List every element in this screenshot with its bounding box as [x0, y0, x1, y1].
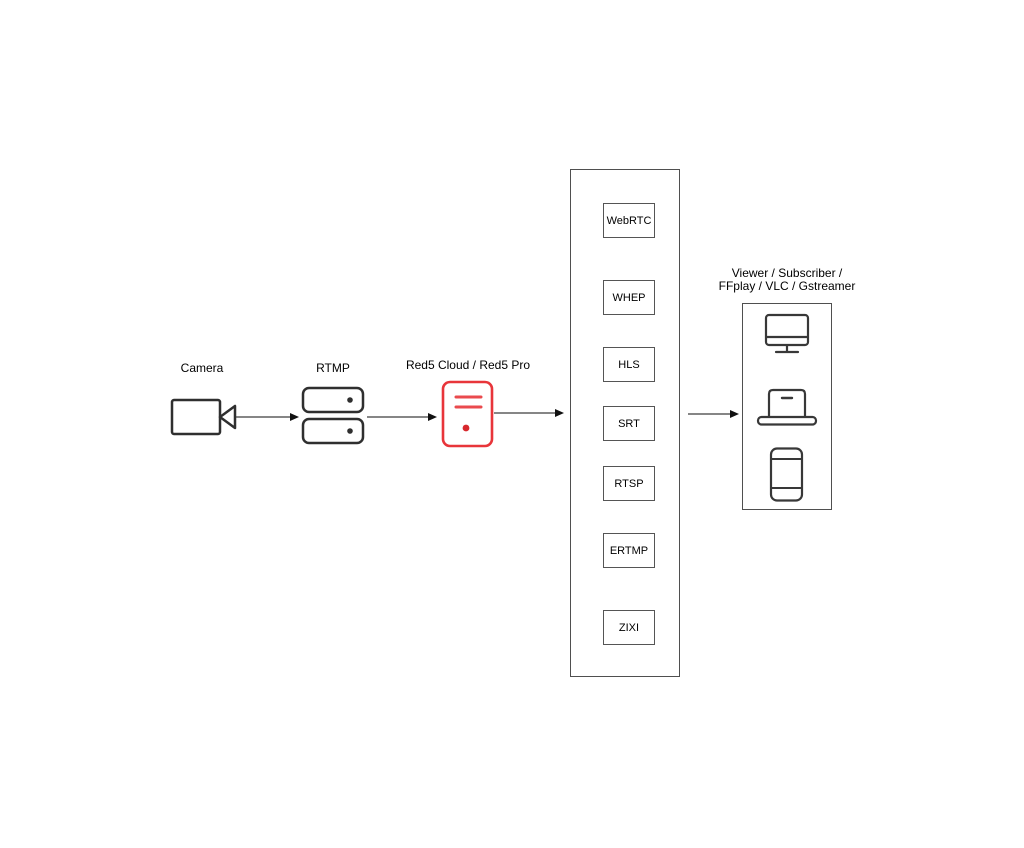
viewer-label-line2: FFplay / VLC / Gstreamer — [718, 279, 856, 293]
phone-icon — [769, 447, 804, 502]
viewer-label: Viewer / Subscriber / FFplay / VLC / Gst… — [707, 267, 867, 293]
laptop-icon — [756, 388, 818, 426]
arrow-camera-to-rtmp — [236, 413, 299, 421]
protocol-box-rtsp: RTSP — [603, 466, 655, 501]
camera-label: Camera — [180, 361, 224, 375]
protocol-box-whep: WHEP — [603, 280, 655, 315]
protocol-box-webrtc: WebRTC — [603, 203, 655, 238]
protocol-box-zixi: ZIXI — [603, 610, 655, 645]
arrow-rtmp-to-red5 — [367, 413, 437, 421]
monitor-icon — [764, 313, 810, 354]
camera-icon — [170, 398, 237, 436]
server-stack-icon — [301, 386, 365, 445]
arrow-protocols-to-viewer — [688, 410, 739, 418]
arrow-red5-to-protocols — [494, 409, 564, 417]
protocol-box-hls: HLS — [603, 347, 655, 382]
rtmp-label: RTMP — [316, 361, 350, 375]
protocol-box-ertmp: ERTMP — [603, 533, 655, 568]
red5-label: Red5 Cloud / Red5 Pro — [405, 358, 531, 372]
protocol-box-srt: SRT — [603, 406, 655, 441]
viewer-label-line1: Viewer / Subscriber / — [731, 266, 843, 280]
red5-server-icon — [441, 380, 494, 448]
